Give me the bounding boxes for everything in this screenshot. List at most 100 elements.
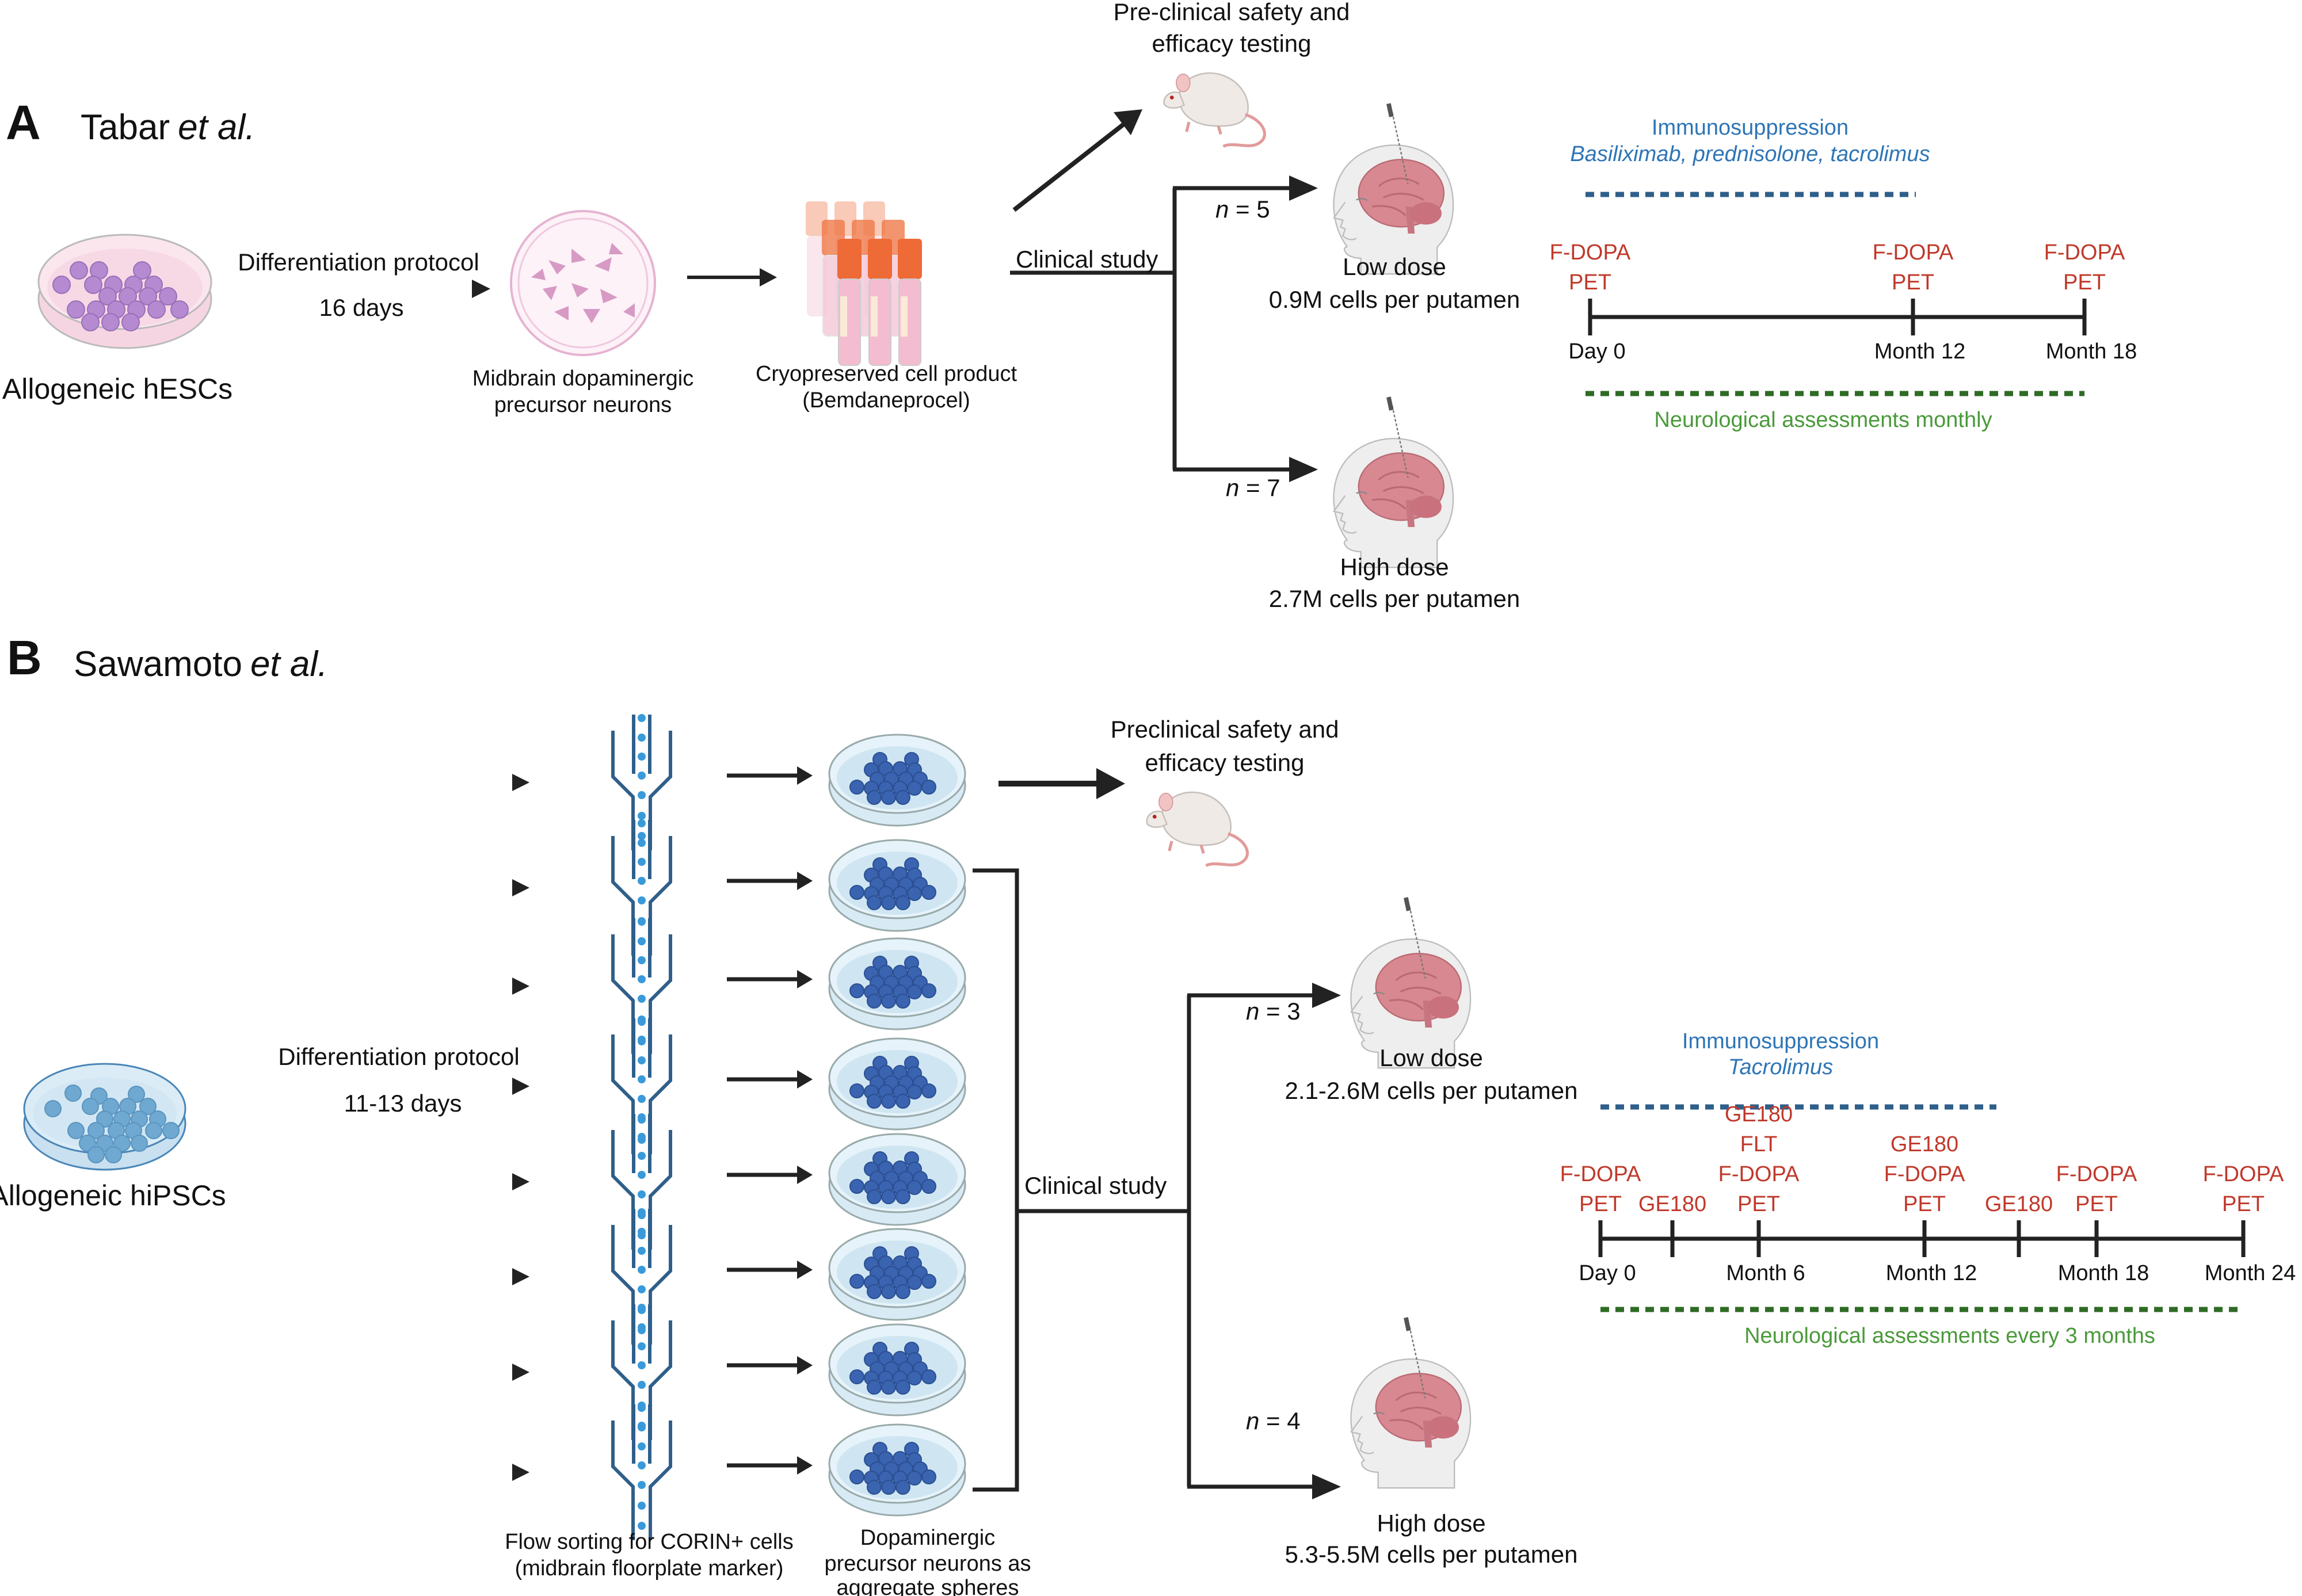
b-timeline-event-label: GE180	[1985, 1192, 2053, 1216]
b-low-n-var: n	[1246, 998, 1259, 1025]
a-timeline-tick-label: Month 18	[2046, 339, 2137, 364]
flow-sorter-icon	[613, 1404, 670, 1540]
b-immuno-drugs: Tacrolimus	[1728, 1055, 1833, 1079]
a-diff-duration: 16 days	[319, 294, 403, 321]
b-batch-row	[272, 714, 966, 850]
a-preclinical-arrowhead-icon	[1114, 109, 1142, 135]
b-batch-row	[272, 1018, 966, 1154]
sorting-label-line1: Flow sorting for CORIN+ cells	[505, 1530, 794, 1554]
arrowhead-icon	[512, 1268, 529, 1285]
a-low-dose-cells: 0.9M cells per putamen	[1269, 286, 1520, 313]
hipsc-label: Allogeneic hiPSCs	[0, 1179, 226, 1212]
a-preclinical-arrow	[1012, 121, 1127, 212]
sphere-dish-icon	[828, 839, 966, 932]
a-high-n-var: n	[1226, 474, 1239, 501]
arrowhead-icon	[797, 1166, 813, 1184]
spheres-label-line2: precursor neurons as	[824, 1552, 1031, 1576]
b-high-n-val: = 4	[1259, 1407, 1300, 1434]
a-timeline-event-label: PET	[2063, 270, 2106, 295]
a-mouse-icon	[1164, 73, 1265, 146]
hesc-dish-icon	[37, 234, 212, 349]
arrowhead-icon	[512, 1078, 529, 1095]
cryopreserved-vials-icon	[806, 201, 922, 366]
a-timeline-event-label: F-DOPA	[2044, 240, 2125, 265]
spheres-label-line1: Dopaminergic	[860, 1526, 995, 1550]
b-timeline-event-label: F-DOPA	[2203, 1162, 2284, 1186]
a-immuno-drugs: Basiliximab, prednisolone, tacrolimus	[1570, 142, 1930, 166]
b-timeline-event-label: GE180	[1891, 1132, 1958, 1156]
arrowhead-icon	[797, 766, 813, 785]
arrowhead-icon	[512, 1464, 529, 1481]
panel-b-letter: B	[7, 631, 42, 685]
midbrain-neurons-dish-icon	[510, 210, 656, 356]
b-timeline-event-label: F-DOPA	[1560, 1162, 1641, 1186]
b-low-n-val: = 3	[1259, 998, 1300, 1025]
b-batch-row	[272, 1304, 966, 1440]
panel-a-author: Tabar	[81, 108, 170, 147]
a-timeline-tick-label: Month 12	[1874, 339, 1965, 364]
b-high-n-var: n	[1246, 1407, 1259, 1434]
b-preclinical-line1: Preclinical safety and	[1111, 716, 1339, 743]
b-high-dose-cells: 5.3-5.5M cells per putamen	[1285, 1541, 1578, 1568]
arrowhead-icon	[512, 1364, 529, 1381]
neurons-label-line2: precursor neurons	[494, 393, 672, 417]
b-batch-row	[272, 819, 966, 956]
b-timeline-event-label: F-DOPA	[2056, 1162, 2137, 1186]
a-high-dose-title: High dose	[1340, 553, 1449, 581]
b-preclinical-arrowhead-icon	[1096, 768, 1125, 799]
arrowhead-icon	[512, 1173, 529, 1190]
flow-sorter-icon	[613, 1304, 670, 1440]
sphere-dish-icon	[828, 1323, 966, 1416]
b-batch-row	[272, 1404, 966, 1540]
b-high-n: n = 4	[1246, 1407, 1301, 1434]
b-low-dose-head-icon	[1350, 896, 1472, 1069]
arrowhead-icon	[797, 1261, 813, 1279]
b-timeline-tick-label: Day 0	[1579, 1261, 1636, 1285]
sphere-dish-icon	[828, 937, 966, 1030]
b-high-dose-head-icon	[1350, 1316, 1472, 1489]
spheres-label-line3: aggregate spheres	[837, 1576, 1019, 1596]
b-timeline: Immunosuppression Tacrolimus Neurologica…	[1560, 1029, 2296, 1348]
sphere-dish-icon	[828, 734, 966, 827]
product-label-line1: Cryopreserved cell product	[756, 362, 1017, 386]
b-high-dose-title: High dose	[1377, 1510, 1485, 1537]
b-timeline-event-label: PET	[1903, 1192, 1946, 1216]
b-timeline-event-label: GE180	[1725, 1102, 1793, 1127]
b-batch-row	[272, 1208, 966, 1345]
sphere-dish-icon	[828, 1228, 966, 1321]
arrowhead-icon	[797, 1070, 813, 1089]
b-low-dose-cells: 2.1-2.6M cells per putamen	[1285, 1077, 1578, 1104]
b-timeline-tick-label: Month 24	[2205, 1261, 2296, 1285]
panel-b-etal: et al.	[250, 644, 327, 684]
a-timeline: Immunosuppression Basiliximab, prednisol…	[1550, 116, 2137, 432]
sphere-dish-icon	[828, 1423, 966, 1517]
a-diff-label: Differentiation protocol	[238, 249, 479, 276]
b-timeline-event-label: F-DOPA	[1718, 1162, 1800, 1186]
a-low-n: n = 5	[1215, 196, 1270, 223]
a-low-n-var: n	[1215, 196, 1229, 223]
product-label-line2: (Bemdaneprocel)	[802, 388, 970, 413]
flow-sorter-icon	[613, 918, 670, 1054]
a-high-n-val: = 7	[1239, 474, 1280, 501]
b-timeline-event-label: PET	[2222, 1192, 2265, 1216]
a-low-arrowhead-icon	[1289, 175, 1318, 201]
a-low-n-val: = 5	[1229, 196, 1270, 223]
panel-a-etal: et al.	[178, 108, 255, 147]
a-high-dose-head-icon	[1332, 395, 1454, 568]
b-diff-label: Differentiation protocol	[278, 1043, 519, 1070]
b-batch-rows	[272, 714, 966, 1540]
neurons-label-line1: Midbrain dopaminergic	[472, 366, 693, 391]
a-preclinical-line1: Pre-clinical safety and	[1114, 0, 1350, 25]
b-clinical-label: Clinical study	[1024, 1172, 1167, 1199]
a-preclinical-line2: efficacy testing	[1152, 30, 1311, 57]
a-clinical-label: Clinical study	[1016, 246, 1158, 273]
a-high-n: n = 7	[1226, 474, 1280, 501]
b-low-arrowhead-icon	[1312, 983, 1341, 1008]
b-batch-row	[272, 918, 966, 1054]
a-arrowhead-icon	[760, 268, 777, 287]
a-immuno-title: Immunosuppression	[1652, 116, 1849, 140]
b-neuro-label: Neurological assessments every 3 months	[1744, 1324, 2155, 1348]
hipsc-dish-icon	[23, 1063, 186, 1171]
